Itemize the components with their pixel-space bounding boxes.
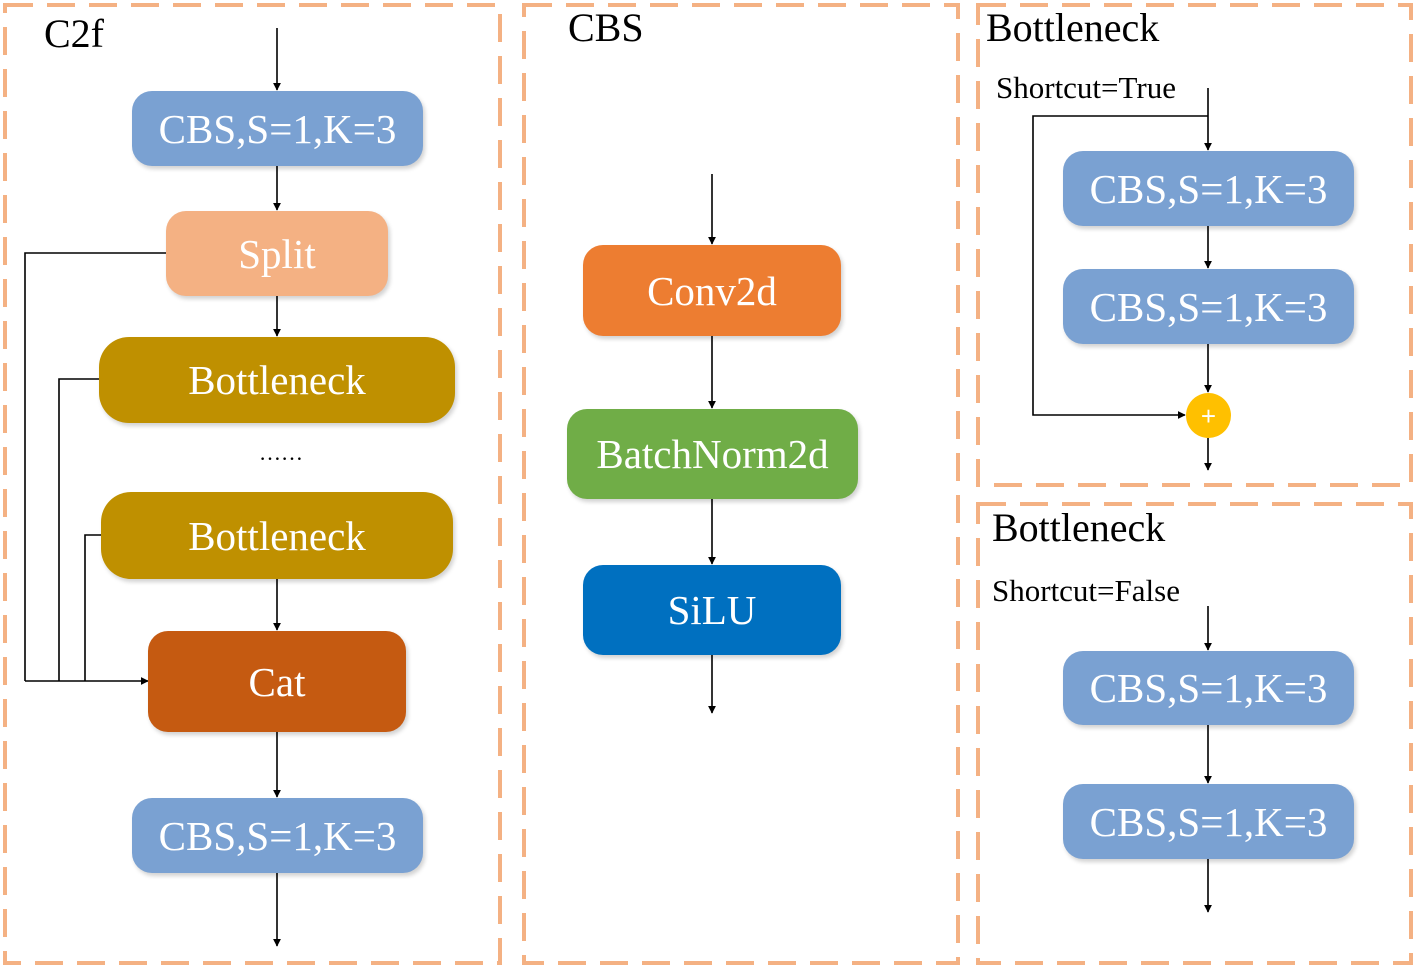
c2f-title: C2f (44, 11, 104, 56)
cbs-panel (522, 3, 960, 965)
c2f-cbs-bottom: CBS,S=1,K=3 (132, 798, 423, 873)
c2f-cbs-top: CBS,S=1,K=3 (132, 91, 423, 166)
c2f-skip-split (24, 252, 166, 681)
bottleneck-true-cbs-1: CBS,S=1,K=3 (1063, 151, 1354, 226)
c2f-skip-bottleneck-n (84, 534, 101, 681)
plus-circle-icon: + (1186, 393, 1231, 438)
c2f-ellipsis: …… (259, 440, 303, 465)
bottleneck-true-title: Bottleneck (986, 5, 1160, 50)
bottleneck-true-panel (976, 3, 1413, 487)
bottleneck-false-cbs-2: CBS,S=1,K=3 (1063, 784, 1354, 859)
c2f-skip-bottleneck-1 (58, 378, 99, 681)
bottleneck-false-shortcut-label: Shortcut=False (992, 573, 1180, 608)
bottleneck-true-cbs-2: CBS,S=1,K=3 (1063, 269, 1354, 344)
bottleneck-false-panel (976, 502, 1413, 965)
c2f-bottleneck-n: Bottleneck (101, 492, 453, 579)
bt-shortcut-path (1032, 115, 1208, 419)
bottleneck-false-cbs-1: CBS,S=1,K=3 (1063, 651, 1354, 725)
bottleneck-false-title: Bottleneck (992, 505, 1166, 550)
c2f-cat: Cat (148, 631, 406, 732)
bottleneck-true-shortcut-label: Shortcut=True (996, 70, 1176, 105)
cbs-batchnorm2d: BatchNorm2d (567, 409, 858, 499)
c2f-split: Split (166, 211, 388, 296)
cbs-silu: SiLU (583, 565, 841, 655)
c2f-bottleneck-1: Bottleneck (99, 337, 455, 423)
cbs-title: CBS (568, 5, 644, 50)
c2f-panel (3, 3, 502, 965)
cbs-conv2d: Conv2d (583, 245, 841, 336)
